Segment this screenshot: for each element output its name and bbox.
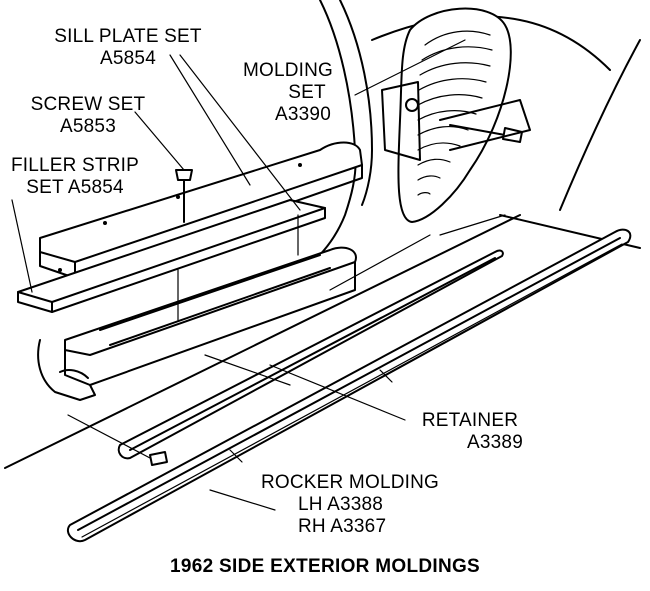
retainer-screw [149,451,168,466]
label-molding-set-line2: SET [288,82,326,103]
label-sill-plate-line1: SILL PLATE SET [54,26,202,47]
leader-sill-plate-1 [169,54,251,186]
retainer-inner [129,257,496,451]
assembly-lines [67,214,506,459]
rocker-molding-ridge [77,237,621,531]
door-pillar [299,0,357,273]
leader-retainer [269,364,406,421]
label-sill-plate-line2: A5854 [100,48,156,69]
label-rocker-molding-line2: LH A3388 [298,494,384,515]
body-rear-curve [559,39,641,211]
sill-channel-detail [99,254,331,346]
leader-filler-strip [11,199,33,293]
leader-sill-plate-2 [179,54,301,211]
rocker-segment-line [229,369,393,463]
label-screw-set-line2: A5853 [60,116,116,137]
label-molding-set-line1: MOLDING [242,60,334,81]
cove-nut [405,98,419,112]
sill-channel [64,246,357,356]
label-rocker-molding-line3: RH A3367 [298,516,387,537]
label-filler-strip: FILLER STRIP SET A5854 [0,155,150,199]
label-retainer-line1: RETAINER [421,410,519,431]
leader-rocker [209,489,276,511]
diagram-caption: 1962 SIDE EXTERIOR MOLDINGS [169,556,481,577]
cove-panel [381,81,421,161]
label-rocker-molding-line1: ROCKER MOLDING [260,472,440,493]
label-filler-strip-line1: FILLER STRIP [10,155,140,176]
leader-screw-set [134,111,185,171]
sill-plate [39,141,363,263]
body-lower-line [4,214,521,469]
label-filler-strip-line2: SET A5854 [26,177,124,198]
grille-louvers [417,30,493,196]
label-screw-set: SCREW SET A5853 [8,94,168,138]
molding-screw [449,124,506,136]
label-sill-plate: SILL PLATE SET A5854 [28,26,228,70]
screw-set-head [175,169,193,181]
channel-end [37,339,96,401]
label-screw-set-line1: SCREW SET [30,94,146,115]
label-molding-set-line3: A3390 [275,104,331,125]
label-retainer-line2: A3389 [467,432,523,453]
sill-plate-front [39,251,76,279]
channel-end-lip [59,369,89,379]
rocker-molding-ridge2 [81,243,623,538]
grille-bracket [439,99,531,151]
door-pillar-inner [339,0,373,206]
label-retainer: RETAINER A3389 [400,410,540,454]
leader-molding-set [354,39,466,96]
label-molding-set: MOLDING SET A3390 [228,60,348,126]
grille-outline [397,7,512,223]
label-rocker-molding: ROCKER MOLDING LH A3388 RH A3367 [250,472,450,538]
